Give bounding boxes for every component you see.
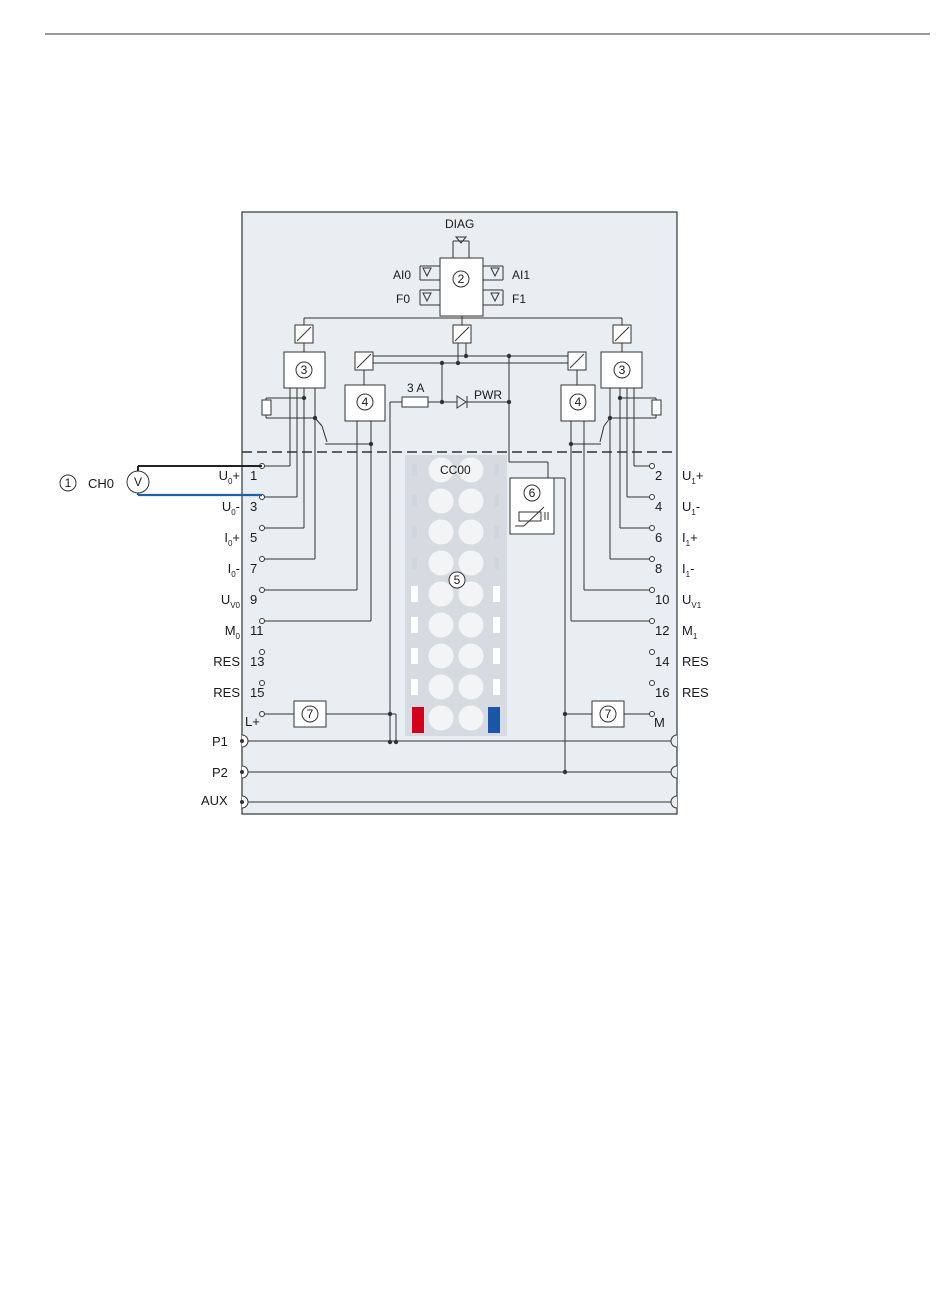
terminal-label: M0	[225, 623, 241, 641]
terminal-block	[405, 455, 507, 736]
p2-label: P2	[212, 765, 228, 780]
terminal-point	[650, 557, 655, 562]
terminal-label: I0-	[228, 561, 240, 579]
terminal-point	[650, 650, 655, 655]
terminal-number: 16	[655, 685, 669, 700]
terminal-label: I0+	[224, 530, 240, 548]
terminal-point	[260, 526, 265, 531]
f0-label: F0	[396, 292, 410, 306]
terminal-point	[650, 681, 655, 686]
terminal-point	[260, 557, 265, 562]
terminal-point	[260, 588, 265, 593]
terminal-number: 12	[655, 623, 669, 638]
supply-left: 4	[345, 385, 385, 421]
callout-2: 2	[458, 272, 465, 286]
fuse-label: 3 A	[407, 381, 424, 395]
terminal-number: 10	[655, 592, 669, 607]
f1-label: F1	[512, 292, 526, 306]
terminal-label: M1	[682, 623, 698, 641]
terminal-label: RES	[682, 654, 709, 669]
cc-label: CC00	[440, 463, 471, 477]
adc-right: 3	[601, 352, 642, 388]
terminal-number: 2	[655, 468, 662, 483]
callout-4-right: 4	[575, 395, 582, 409]
terminal-label: UV1	[682, 592, 702, 610]
ai0-label: AI0	[393, 268, 411, 282]
terminal-number: 6	[655, 530, 662, 545]
terminal-number: 1	[250, 468, 257, 483]
m-label: M	[654, 715, 665, 730]
callout-4-left: 4	[362, 395, 369, 409]
callout-3-left: 3	[301, 363, 308, 377]
callout-5: 5	[454, 573, 461, 587]
terminal-label: RES	[213, 685, 240, 700]
blue-terminal	[488, 707, 500, 733]
terminal-label: U0-	[222, 499, 240, 517]
terminal-point	[650, 619, 655, 624]
terminal-number: 15	[250, 685, 264, 700]
diag-label: DIAG	[445, 217, 474, 231]
terminal-label: I1-	[682, 561, 694, 579]
terminal-number: 14	[655, 654, 669, 669]
adc-left: 3	[284, 352, 325, 388]
terminal-number: 5	[250, 530, 257, 545]
terminal-number: 13	[250, 654, 264, 669]
terminal-number: 4	[655, 499, 662, 514]
terminal-number: 11	[250, 623, 264, 638]
pwr-label: PWR	[474, 388, 502, 402]
callout-6: 6	[529, 486, 536, 500]
supply-right: 4	[561, 385, 595, 421]
p1-label: P1	[212, 734, 228, 749]
lplus-label: L+	[245, 714, 260, 729]
terminal-number: 3	[250, 499, 257, 514]
terminal-label: UV0	[221, 592, 241, 610]
terminal-label: RES	[682, 685, 709, 700]
terminal-label: RES	[213, 654, 240, 669]
ai1-label: AI1	[512, 268, 530, 282]
terminal-number: 7	[250, 561, 257, 576]
voltmeter-symbol: V	[134, 475, 142, 489]
terminal-number: 8	[655, 561, 662, 576]
callout-7-left: 7	[307, 707, 314, 721]
temperature-sensor-block: 6	[510, 478, 554, 534]
terminal-point	[650, 588, 655, 593]
terminal-point	[650, 464, 655, 469]
callout-7-right: 7	[605, 707, 612, 721]
callout-3-right: 3	[619, 363, 626, 377]
terminal-label: U1-	[682, 499, 700, 517]
terminal-label: U0+	[219, 468, 240, 486]
ch0-label: CH0	[88, 476, 114, 491]
callout-1: 1	[65, 476, 72, 490]
terminal-label: U1+	[682, 468, 703, 486]
terminal-label: I1+	[682, 530, 698, 548]
red-terminal	[412, 707, 424, 733]
terminal-point	[650, 495, 655, 500]
aux-label: AUX	[201, 793, 228, 808]
terminal-point	[650, 526, 655, 531]
terminal-number: 9	[250, 592, 257, 607]
